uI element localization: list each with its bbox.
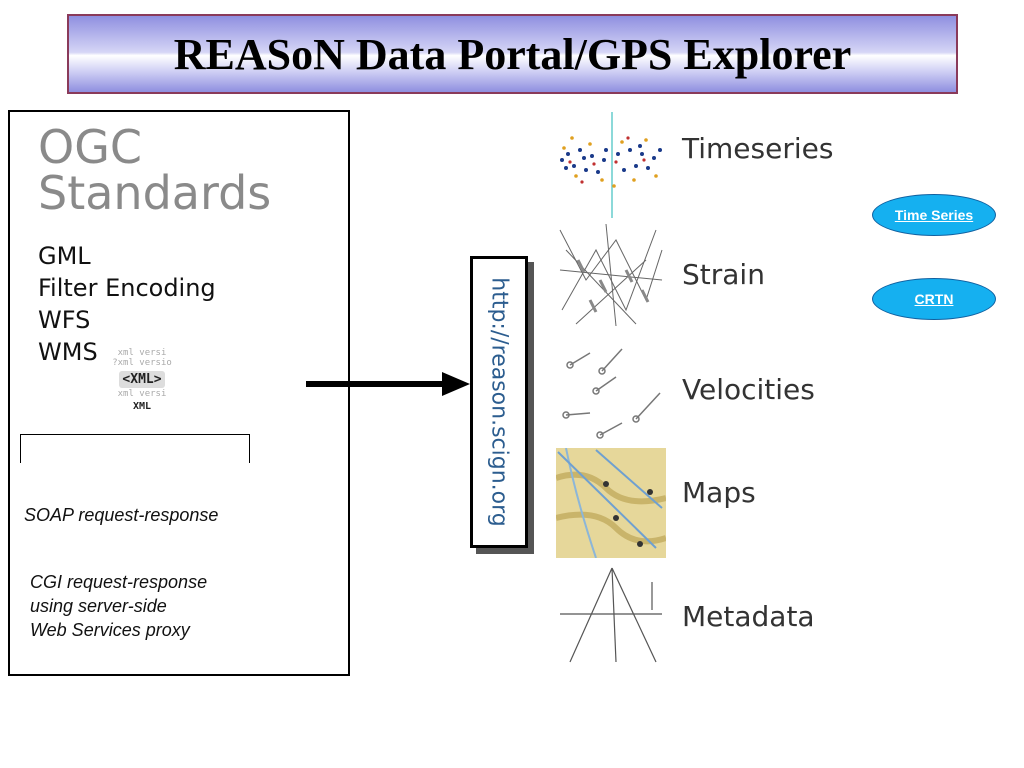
url-box: http://reason.scign.org	[470, 256, 528, 548]
standard-item-wms: WMS	[38, 338, 98, 366]
standards-list: GML Filter Encoding WFS WMS	[38, 240, 216, 368]
product-metadata: Metadata	[556, 562, 856, 672]
ogc-heading-line2: Standards	[38, 166, 272, 220]
product-label-metadata: Metadata	[682, 600, 815, 633]
xml-icon: xml versi ?xml versio <XML> xml versi XM…	[102, 348, 182, 428]
velocities-thumbnail-icon	[562, 348, 661, 439]
title-banner: REASoN Data Portal/GPS Explorer	[67, 14, 958, 94]
product-label-timeseries: Timeseries	[682, 132, 834, 165]
cgi-line1: CGI request-response	[30, 572, 208, 592]
xml-faint-line-3: xml versi	[117, 389, 167, 399]
right-arrow-icon	[306, 372, 470, 396]
product-label-maps: Maps	[682, 476, 756, 509]
product-label-strain: Strain	[682, 258, 765, 291]
product-velocities: Velocities	[556, 335, 856, 445]
ogc-standards-panel: OGC Standards GML Filter Encoding WFS WM…	[8, 110, 350, 676]
xml-faint-line: xml versi	[117, 348, 167, 358]
cgi-line3: Web Services proxy	[30, 620, 190, 640]
product-maps: Maps	[556, 448, 856, 558]
page-title: REASoN Data Portal/GPS Explorer	[173, 29, 852, 79]
standard-item-wfs: WFS	[38, 306, 91, 334]
standard-item-filter-encoding: Filter Encoding	[38, 274, 216, 302]
timeseries-thumbnail-icon	[560, 112, 662, 218]
cgi-line2: using server-side	[30, 596, 167, 616]
url-text: http://reason.scign.org	[486, 277, 512, 527]
product-strain: Strain	[556, 220, 856, 330]
ogc-heading-line1: OGC	[38, 120, 142, 174]
xml-main-label: <XML>	[119, 371, 165, 388]
standard-item-gml: GML	[38, 242, 91, 270]
crtn-button[interactable]: CRTN	[872, 278, 996, 320]
product-timeseries: Timeseries	[556, 110, 856, 220]
metadata-thumbnail-icon	[560, 567, 662, 663]
time-series-button[interactable]: Time Series	[872, 194, 996, 236]
strain-thumbnail-icon	[559, 223, 663, 327]
cgi-label: CGI request-response using server-side W…	[30, 570, 207, 642]
maps-thumbnail-icon	[556, 448, 666, 558]
ogc-heading: OGC Standards	[38, 124, 271, 216]
xml-faint-line-2: ?xml versio	[112, 358, 172, 368]
bracket-divider	[20, 434, 250, 463]
product-label-velocities: Velocities	[682, 373, 815, 406]
xml-caption: XML	[132, 401, 152, 412]
soap-label: SOAP request-response	[24, 505, 219, 525]
